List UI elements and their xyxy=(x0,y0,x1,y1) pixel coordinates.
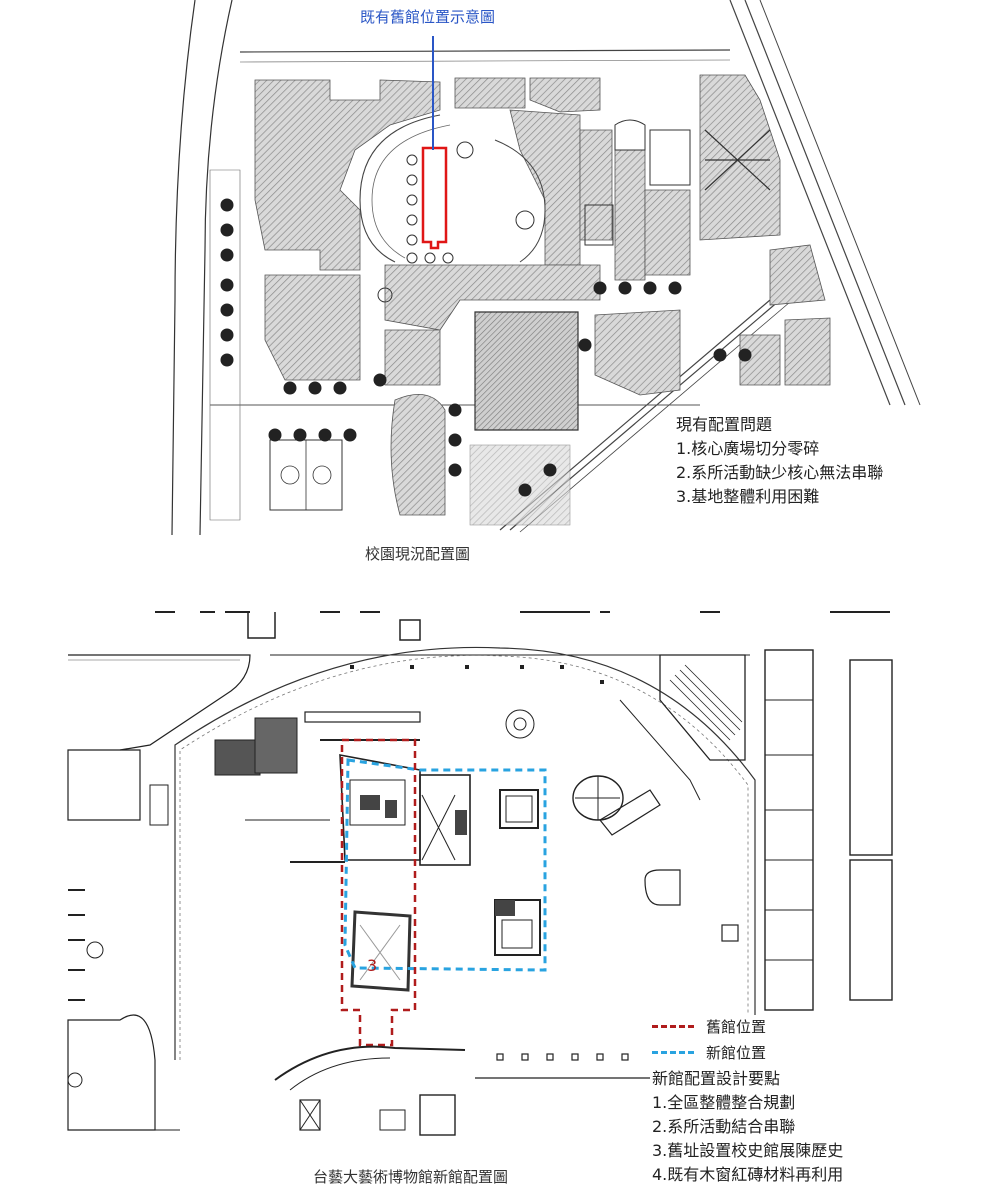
point-item: 1.全區整體整合規劃 xyxy=(652,1093,796,1112)
issue-item: 1.核心廣場切分零碎 xyxy=(676,439,820,458)
museum-plan-caption: 台藝大藝術博物館新館配置圖 xyxy=(313,1168,509,1186)
legend-old-building: 舊館位置 xyxy=(652,1016,766,1037)
museum-new-plan xyxy=(67,611,893,1136)
campus-current-plan xyxy=(171,0,921,536)
new-building-outline xyxy=(343,758,547,972)
legend-new-building: 新館位置 xyxy=(652,1042,766,1063)
old-building-marker xyxy=(421,146,448,250)
points-title: 新館配置設計要點 xyxy=(652,1069,781,1088)
old-building-outline xyxy=(340,738,417,1047)
room-number-label: 3 xyxy=(367,956,378,975)
old-building-annotation: 既有舊館位置示意圖 xyxy=(360,8,496,26)
point-item: 4.既有木窗紅磚材料再利用 xyxy=(652,1165,844,1184)
issue-item: 2.系所活動缺少核心無法串聯 xyxy=(676,463,884,482)
point-item: 2.系所活動結合串聯 xyxy=(652,1117,796,1136)
legend-new-label: 新館位置 xyxy=(706,1044,767,1062)
issues-title: 現有配置問題 xyxy=(676,415,773,434)
issue-item: 3.基地整體利用困難 xyxy=(676,487,820,506)
point-item: 3.舊址設置校史館展陳歷史 xyxy=(652,1141,844,1160)
legend-old-swatch xyxy=(652,1025,694,1028)
legend-new-swatch xyxy=(652,1051,694,1054)
campus-plan-caption: 校園現況配置圖 xyxy=(365,545,471,563)
legend-old-label: 舊館位置 xyxy=(706,1018,767,1036)
